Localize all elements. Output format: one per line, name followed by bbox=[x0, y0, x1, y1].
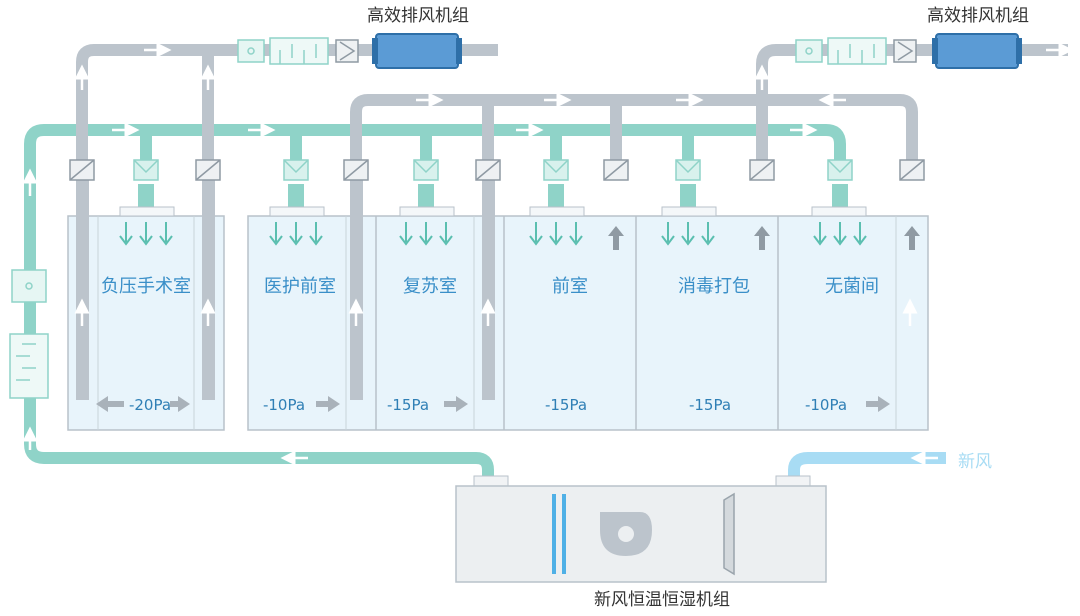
fresh-air-label: 新风 bbox=[958, 452, 992, 472]
flow-arrows bbox=[22, 42, 1074, 466]
pressure-flow-arrows bbox=[96, 396, 890, 412]
exhaust-risers bbox=[76, 176, 495, 400]
room-name: 负压手术室 bbox=[101, 276, 191, 297]
room-pressure: -15Pa bbox=[689, 396, 731, 414]
room-pressure: -15Pa bbox=[545, 396, 587, 414]
room-name: 消毒打包 bbox=[678, 276, 750, 297]
room-pressure: -10Pa bbox=[805, 396, 847, 414]
room-pressure: -15Pa bbox=[387, 396, 429, 414]
room-pressure: -10Pa bbox=[263, 396, 305, 414]
fresh-air-ahu bbox=[455, 475, 827, 583]
exhaust-unit-right bbox=[795, 33, 1022, 69]
supply-diffusers bbox=[138, 184, 848, 210]
exhaust-unit-left bbox=[237, 33, 462, 69]
supply-filter-left bbox=[9, 269, 49, 399]
room-pressure: -20Pa bbox=[129, 396, 171, 414]
rooms-block bbox=[67, 215, 929, 431]
exhaust-unit-right-label: 高效排风机组 bbox=[927, 6, 1029, 26]
room-negative-pressure-or bbox=[67, 215, 225, 431]
room-name: 无菌间 bbox=[825, 276, 879, 297]
room-name: 复苏室 bbox=[403, 276, 457, 297]
exhaust-unit-left-label: 高效排风机组 bbox=[367, 6, 469, 26]
fresh-air-duct bbox=[788, 452, 946, 486]
room-supply-arrows bbox=[119, 222, 867, 246]
diffuser-plates bbox=[119, 206, 867, 217]
supply-dampers bbox=[133, 159, 853, 181]
exhaust-dampers bbox=[69, 159, 925, 181]
room-name: 医护前室 bbox=[264, 276, 336, 297]
room-name: 前室 bbox=[552, 276, 588, 297]
ahu-label: 新风恒温恒湿机组 bbox=[594, 590, 730, 610]
room-exhaust-arrows bbox=[608, 226, 920, 250]
